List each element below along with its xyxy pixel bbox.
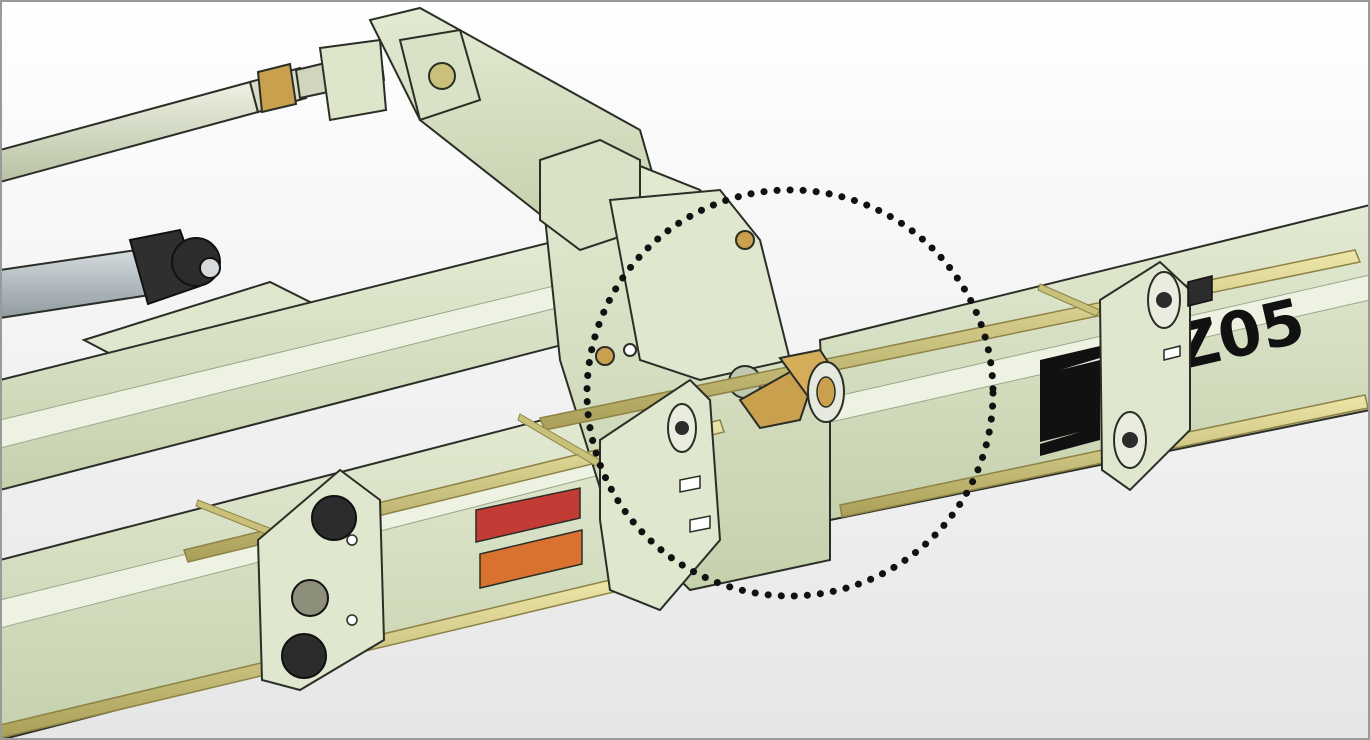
grease-nipple-left (595, 346, 615, 366)
highlight-callout-circle (583, 186, 997, 600)
pivot-pin (428, 62, 456, 90)
clevis (318, 38, 388, 122)
bearing-plate-center (599, 378, 722, 612)
sprocket-upper (311, 495, 357, 541)
red-reflector (475, 487, 581, 543)
sprocket-middle (291, 579, 329, 617)
rod-nut (256, 62, 298, 114)
bearing-plate-right (1098, 260, 1213, 492)
logo-z-shape (1040, 346, 1100, 456)
grease-nipple-top (735, 230, 755, 250)
orange-reflector (479, 529, 583, 589)
sprocket-lower (281, 633, 327, 679)
bearing-plate-left (256, 468, 386, 692)
universal-joint (738, 348, 845, 430)
